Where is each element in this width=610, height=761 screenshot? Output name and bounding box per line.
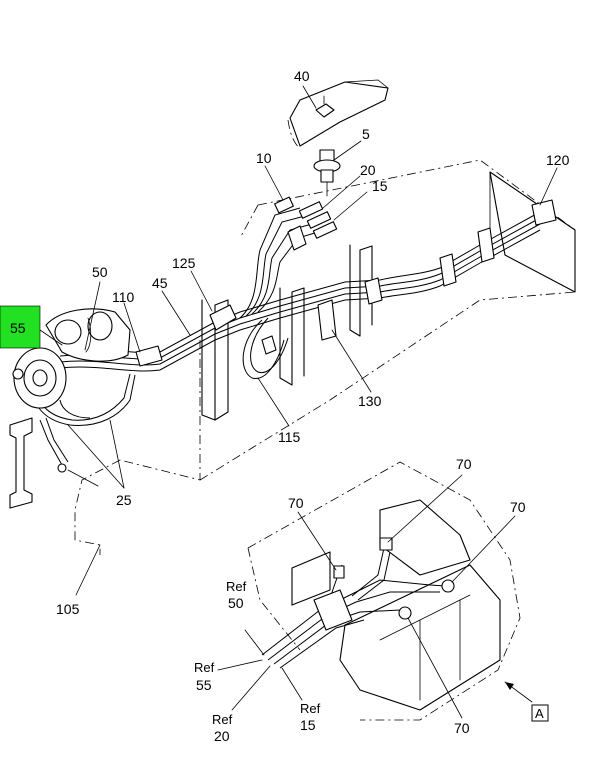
callout-130[interactable]: 130 bbox=[358, 393, 382, 409]
ref-15-word: Ref bbox=[300, 701, 321, 716]
clips bbox=[135, 199, 557, 367]
panel-40 bbox=[287, 79, 389, 149]
callout-70-right[interactable]: 70 bbox=[510, 499, 526, 515]
callout-110[interactable]: 110 bbox=[112, 289, 135, 305]
ref-50-word: Ref bbox=[226, 579, 247, 594]
ref-20-number[interactable]: 20 bbox=[214, 728, 230, 744]
callout-5[interactable]: 5 bbox=[362, 126, 370, 142]
callout-40[interactable]: 40 bbox=[294, 68, 310, 84]
callout-25[interactable]: 25 bbox=[116, 492, 132, 508]
callout-45[interactable]: 45 bbox=[152, 275, 168, 291]
callout-120[interactable]: 120 bbox=[546, 152, 570, 168]
callout-50[interactable]: 50 bbox=[92, 264, 108, 280]
compressor-assembly bbox=[12, 308, 131, 409]
callout-70-top[interactable]: 70 bbox=[456, 456, 472, 472]
bracket bbox=[9, 417, 67, 509]
callout-labels: 40 5 10 20 15 120 125 45 50 110 55 130 1… bbox=[0, 68, 570, 744]
ref-50-number[interactable]: 50 bbox=[228, 595, 244, 611]
view-a-box bbox=[531, 704, 549, 722]
fittings bbox=[274, 196, 338, 251]
ref-55-number[interactable]: 55 bbox=[196, 677, 212, 693]
callout-105[interactable]: 105 bbox=[56, 601, 80, 617]
ref-20-word: Ref bbox=[212, 712, 233, 727]
detail-view bbox=[247, 461, 521, 721]
callout-20[interactable]: 20 bbox=[360, 162, 376, 178]
leader-lines bbox=[39, 85, 558, 719]
ref-55-word: Ref bbox=[194, 660, 215, 675]
callout-10[interactable]: 10 bbox=[256, 150, 272, 166]
highlight-box-55[interactable] bbox=[0, 305, 41, 349]
callout-115[interactable]: 115 bbox=[278, 429, 301, 445]
callout-15[interactable]: 15 bbox=[372, 178, 388, 194]
valve-5 bbox=[313, 149, 341, 197]
callout-70-left[interactable]: 70 bbox=[288, 495, 304, 511]
ref-15-number[interactable]: 15 bbox=[300, 717, 316, 733]
callout-55[interactable]: 55 bbox=[10, 320, 26, 336]
callout-125[interactable]: 125 bbox=[172, 255, 196, 271]
view-a-label[interactable]: A bbox=[535, 706, 544, 721]
callout-70-bottom[interactable]: 70 bbox=[454, 720, 470, 736]
